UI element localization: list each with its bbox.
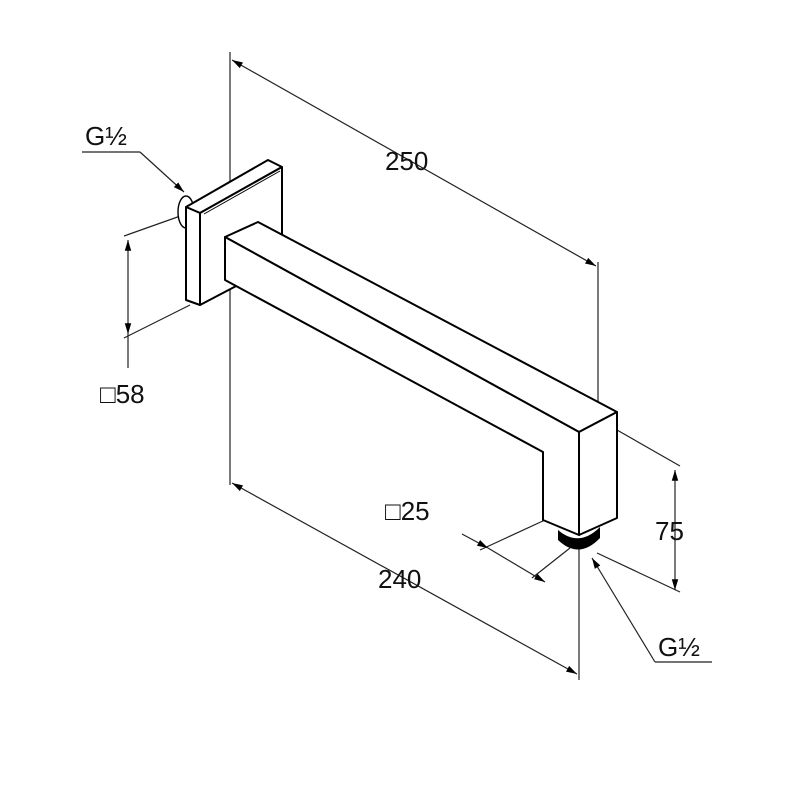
dim-25-line xyxy=(461,533,489,549)
dimension-lines xyxy=(82,59,712,675)
label-projection: 240 xyxy=(378,564,421,594)
label-outlet-thread: G½ xyxy=(658,632,700,662)
label-flange-size: □58 xyxy=(100,379,145,409)
label-arm-section: □25 xyxy=(385,496,430,526)
label-arm-length: 250 xyxy=(385,146,428,176)
dim-240-line xyxy=(231,482,578,675)
label-inlet-thread: G½ xyxy=(85,121,127,151)
outlet-leader xyxy=(591,557,656,663)
shower-arm xyxy=(224,221,618,550)
outlet-nut xyxy=(558,527,600,550)
label-drop-height: 75 xyxy=(655,516,684,546)
inlet-leader xyxy=(139,151,185,193)
dim-250-line xyxy=(231,59,597,267)
